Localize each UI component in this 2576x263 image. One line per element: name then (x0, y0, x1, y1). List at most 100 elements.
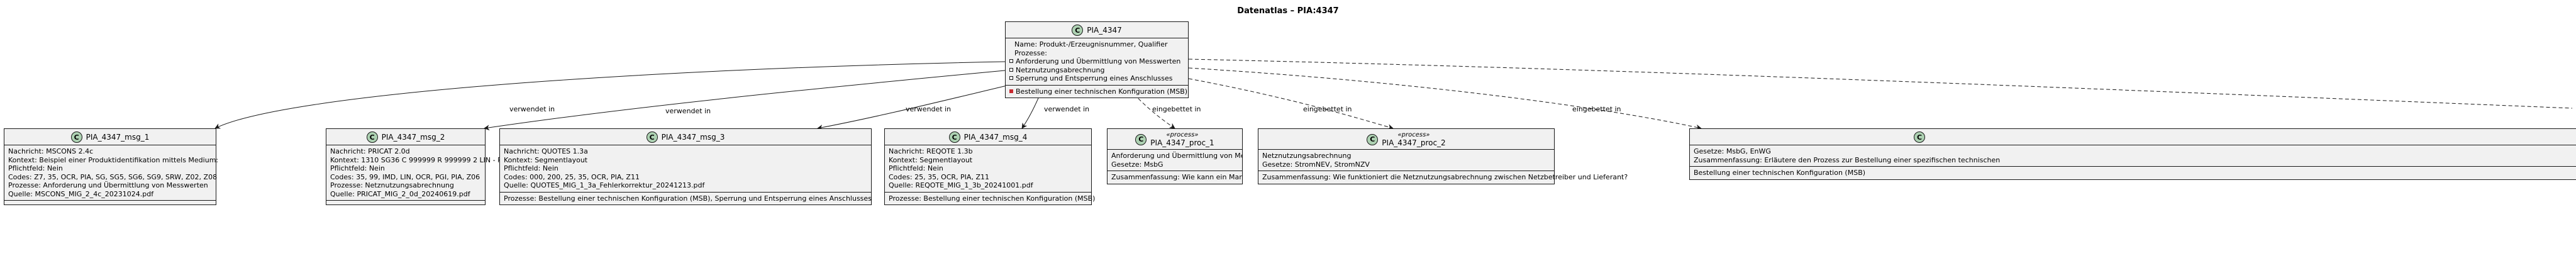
edge-msg-3 (817, 82, 1018, 130)
field-line: Nachricht: PRICAT 2.0d (330, 147, 410, 155)
field-marker-icon (1009, 59, 1013, 63)
field-line: Nachricht: MSCONS 2.4c (8, 147, 94, 155)
edge-msg-1 (214, 61, 1006, 129)
class-header: C PIA_4347_msg_3 (500, 129, 871, 145)
class-msg-1[interactable]: C PIA_4347_msg_1 Nachricht: MSCONS 2.4c … (4, 128, 219, 205)
class-icon: C (1072, 25, 1084, 36)
class-fields: Name: Produkt-/Erzeugnisnummer, Qualifie… (1006, 38, 1188, 85)
class-name: PIA_4347_msg_4 (963, 133, 1028, 142)
method-line: Bestellung einer technischen Konfigurati… (1694, 169, 1866, 177)
method-line: Prozesse: Bestellung einer technischen K… (504, 194, 872, 203)
class-name: PIA_4347_proc_2 (1382, 138, 1446, 147)
class-header: C «process» PIA_4347_proc_1 (1108, 129, 1242, 149)
class-fields: Gesetze: MsbG, EnWG Zusammenfassung: Erl… (1690, 145, 2576, 166)
class-methods: Prozesse: Bestellung einer technischen K… (885, 191, 1096, 205)
class-name: PIA_4347_msg_3 (661, 133, 725, 142)
process-item: Anforderung und Übermittlung von Messwer… (1009, 57, 1184, 66)
edge-label-msg-2: verwendet in (665, 107, 711, 115)
diagram-title: Datenatlas – PIA:4347 (1237, 6, 1339, 16)
class-icon: C (366, 132, 378, 143)
field-line: Zusammenfassung: Erläutere den Prozess z… (1694, 155, 2001, 164)
class-methods: Zusammenfassung: Wie kann ein Marktpartn… (1108, 171, 1242, 184)
class-name: PIA_4347_msg_2 (381, 133, 445, 142)
class-fields: Anforderung und Übermittlung von Messwer… (1108, 149, 1242, 171)
field-line: Gesetze: StromNEV, StromNZV (1262, 160, 1370, 169)
field-line: Prozesse: Anforderung und Übermittlung v… (8, 181, 208, 189)
stereotype-label: «process» (1166, 132, 1199, 138)
class-icon: C (948, 132, 960, 143)
process-item: Sperrung und Entsperrung eines Anschluss… (1009, 74, 1184, 83)
edge-label-msg-1: verwendet in (509, 105, 555, 113)
class-header: C PIA_4347 (1006, 22, 1188, 38)
edge-label-msg-4: verwendet in (1044, 105, 1090, 113)
field-line: Kontext: Segmentlayout (889, 155, 973, 164)
class-fields: Nachricht: REQOTE 1.3b Kontext: Segmentl… (885, 145, 1091, 192)
edge-label-proc-3: eingebettet in (1572, 105, 1621, 113)
class-fields: Nachricht: QUOTES 1.3a Kontext: Segmentl… (500, 145, 871, 192)
field-line: Anforderung und Übermittlung von Messwer… (1111, 152, 1242, 160)
field-line: Netznutzungsabrechnung (1262, 152, 1352, 160)
class-icon: C (1367, 133, 1379, 145)
class-fields: Nachricht: PRICAT 2.0d Kontext: 1310 SG3… (326, 145, 555, 200)
edge-proc-3 (1188, 67, 1702, 130)
method-line: Zusammenfassung: Wie funktioniert die Ne… (1262, 173, 1628, 181)
field-line: Prozesse: Netznutzungsabrechnung (330, 181, 454, 189)
field-line: Nachricht: QUOTES 1.3a (504, 147, 588, 155)
field-marker-icon (1009, 67, 1013, 72)
method-item: Bestellung einer technischen Konfigurati… (1009, 87, 1187, 96)
field-line: Kontext: Beispiel einer Produktidentifik… (8, 155, 219, 164)
name-line: Name: Produkt-/Erzeugnisnummer, Qualifie… (1014, 40, 1168, 48)
class-name: PIA_4347_msg_1 (86, 133, 150, 142)
field-line: Quelle: MSCONS_MIG_2_4c_20231024.pdf (8, 189, 154, 198)
class-header: C PIA_4347_msg_2 (326, 129, 485, 145)
class-msg-3[interactable]: C PIA_4347_msg_3 Nachricht: QUOTES 1.3a … (499, 128, 872, 205)
class-pia-4347[interactable]: C PIA_4347 Name: Produkt-/Erzeugnisnumme… (1005, 21, 1189, 98)
field-line: Pflichtfeld: Nein (504, 164, 558, 172)
class-methods (4, 200, 216, 204)
edge-label-proc-2: eingebettet in (1303, 105, 1352, 113)
field-line: Codes: 35, 99, IMD, LIN, OCR, PGI, PIA, … (330, 172, 480, 181)
field-line: Kontext: Segmentlayout (504, 155, 588, 164)
class-header: C (1690, 129, 2576, 145)
prozesse-label: Prozesse: (1014, 48, 1047, 57)
class-icon: C (1914, 132, 1925, 143)
field-line: Codes: Z7, 35, OCR, PIA, SG, SG5, SG6, S… (8, 172, 218, 181)
field-line: Codes: 25, 35, OCR, PIA, Z11 (889, 172, 989, 181)
field-line: Gesetze: MsbG, EnWG (1694, 147, 1771, 155)
field-line: Quelle: QUOTES_MIG_1_3a_Fehlerkorrektur_… (504, 181, 705, 189)
field-line: Quelle: PRICAT_MIG_2_0d_20240619.pdf (330, 189, 470, 198)
class-proc-3[interactable]: C Gesetze: MsbG, EnWG Zusammenfassung: E… (1689, 128, 2576, 180)
class-name: PIA_4347_proc_1 (1150, 138, 1214, 147)
class-proc-1[interactable]: C «process» PIA_4347_proc_1 Anforderung … (1107, 128, 1243, 184)
field-line: Pflichtfeld: Nein (330, 164, 385, 172)
class-name: PIA_4347 (1087, 26, 1122, 35)
field-marker-icon (1009, 76, 1013, 80)
class-icon: C (70, 132, 82, 143)
class-methods: Prozesse: Bestellung einer technischen K… (500, 191, 872, 205)
class-msg-2[interactable]: C PIA_4347_msg_2 Nachricht: PRICAT 2.0d … (326, 128, 555, 205)
class-header: C PIA_4347_msg_4 (885, 129, 1091, 145)
field-line: Pflichtfeld: Nein (8, 164, 63, 172)
edge-proc-2 (1188, 78, 1394, 130)
field-line: Codes: 000, 200, 25, 35, OCR, PIA, Z11 (504, 172, 640, 181)
method-marker-icon (1009, 89, 1013, 93)
edge-proc-4 (1188, 59, 2573, 109)
edge-msg-2 (484, 70, 1006, 131)
field-line: Gesetze: MsbG (1111, 160, 1163, 169)
field-line: Quelle: REQOTE_MIG_1_3b_20241001.pdf (889, 181, 1033, 189)
class-proc-2[interactable]: C «process» PIA_4347_proc_2 Netznutzungs… (1258, 128, 1628, 184)
method-line: Zusammenfassung: Wie kann ein Marktpartn… (1111, 173, 1242, 181)
class-header: C «process» PIA_4347_proc_2 (1258, 129, 1554, 149)
class-fields: Nachricht: MSCONS 2.4c Kontext: Beispiel… (4, 145, 219, 200)
class-methods: Bestellung einer technischen Konfigurati… (1006, 84, 1188, 98)
field-line: Nachricht: REQOTE 1.3b (889, 147, 973, 155)
method-line: Prozesse: Bestellung einer technischen K… (889, 194, 1096, 203)
class-methods: Zusammenfassung: Wie funktioniert die Ne… (1258, 171, 1628, 184)
class-msg-4[interactable]: C PIA_4347_msg_4 Nachricht: REQOTE 1.3b … (884, 128, 1096, 205)
class-methods (326, 200, 485, 204)
process-item: Netznutzungsabrechnung (1009, 66, 1184, 75)
field-line: Kontext: 1310 SG36 C 999999 R 999999 2 L… (330, 155, 555, 164)
class-header: C PIA_4347_msg_1 (4, 129, 216, 145)
class-fields: Netznutzungsabrechnung Gesetze: StromNEV… (1258, 149, 1554, 171)
